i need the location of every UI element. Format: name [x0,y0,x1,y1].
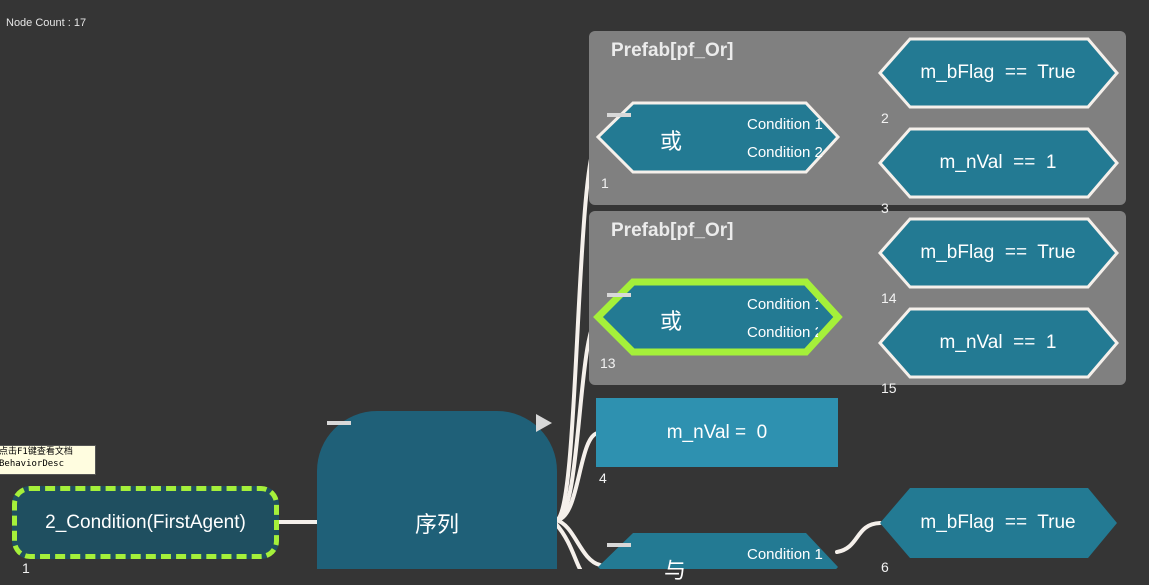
condition-node-3-id: 3 [881,200,889,216]
or-node-1-shape[interactable] [595,101,841,174]
help-tooltip-line-1: 点击F1键查看文档 [0,447,73,457]
condition-node-2-shape[interactable] [877,37,1119,109]
or-node-13-condition-2: Condition 2 [747,324,818,341]
help-tooltip: 点击F1键查看文档 BehaviorDesc [0,445,96,475]
condition-node-2-label: m_bFlag == True [920,62,1076,83]
help-tooltip-line-2: BehaviorDesc [0,459,65,469]
condition-node-15-label: m_nVal == 1 [939,332,1057,353]
condition-node-14-id: 14 [881,290,897,306]
or-node-1-label: 或 [660,129,683,154]
prefab-title-2: Prefab[pf_Or] [611,220,734,241]
action-node-4-id: 4 [599,470,607,486]
sequence-node[interactable]: 序列 [317,411,557,569]
root-node[interactable]: 2_Condition(FirstAgent) [12,486,279,559]
condition-node-3-shape[interactable] [877,127,1119,199]
and-node-label: 与 [664,558,687,583]
root-node-id: 1 [22,560,30,576]
prefab-title-1: Prefab[pf_Or] [611,40,734,61]
condition-node-2-id: 2 [881,110,889,126]
condition-node-6-id: 6 [881,559,889,575]
or-node-13-collapse-toggle[interactable] [607,293,631,297]
action-node-4[interactable]: m_nVal = 0 [596,398,838,467]
sequence-collapse-toggle[interactable] [327,421,351,425]
and-node-collapse-toggle[interactable] [607,543,631,547]
root-node-label: 2_Condition(FirstAgent) [45,511,246,533]
or-node-1-condition-2: Condition 2 [747,144,823,161]
condition-node-6-shape[interactable] [880,488,1117,558]
sequence-expand-arrow-icon[interactable] [536,414,552,432]
or-node-1-condition-1: Condition 1 [747,116,823,133]
and-node-shape[interactable] [598,533,838,569]
condition-node-15-shape[interactable] [877,307,1119,379]
condition-node-15-id: 15 [881,380,897,396]
or-node-13-condition-1: Condition 1 [747,296,818,313]
node-shapes [593,37,1119,569]
or-node-1-id: 1 [601,175,609,191]
and-node-condition-1: Condition 1 [747,546,823,563]
condition-node-6-label: m_bFlag == True [920,512,1076,533]
sequence-node-label: 序列 [414,512,459,537]
or-node-13-label: 或 [660,309,683,334]
action-node-4-label: m_nVal = 0 [666,421,768,443]
condition-node-14-label: m_bFlag == True [920,242,1076,263]
condition-node-14-shape[interactable] [877,217,1119,289]
or-node-1-collapse-toggle[interactable] [607,113,631,117]
condition-node-3-label: m_nVal == 1 [939,152,1057,173]
or-node-13-shape[interactable] [593,278,843,356]
or-node-13-id: 13 [600,355,616,371]
node-count-label: Node Count : 17 [6,17,87,29]
